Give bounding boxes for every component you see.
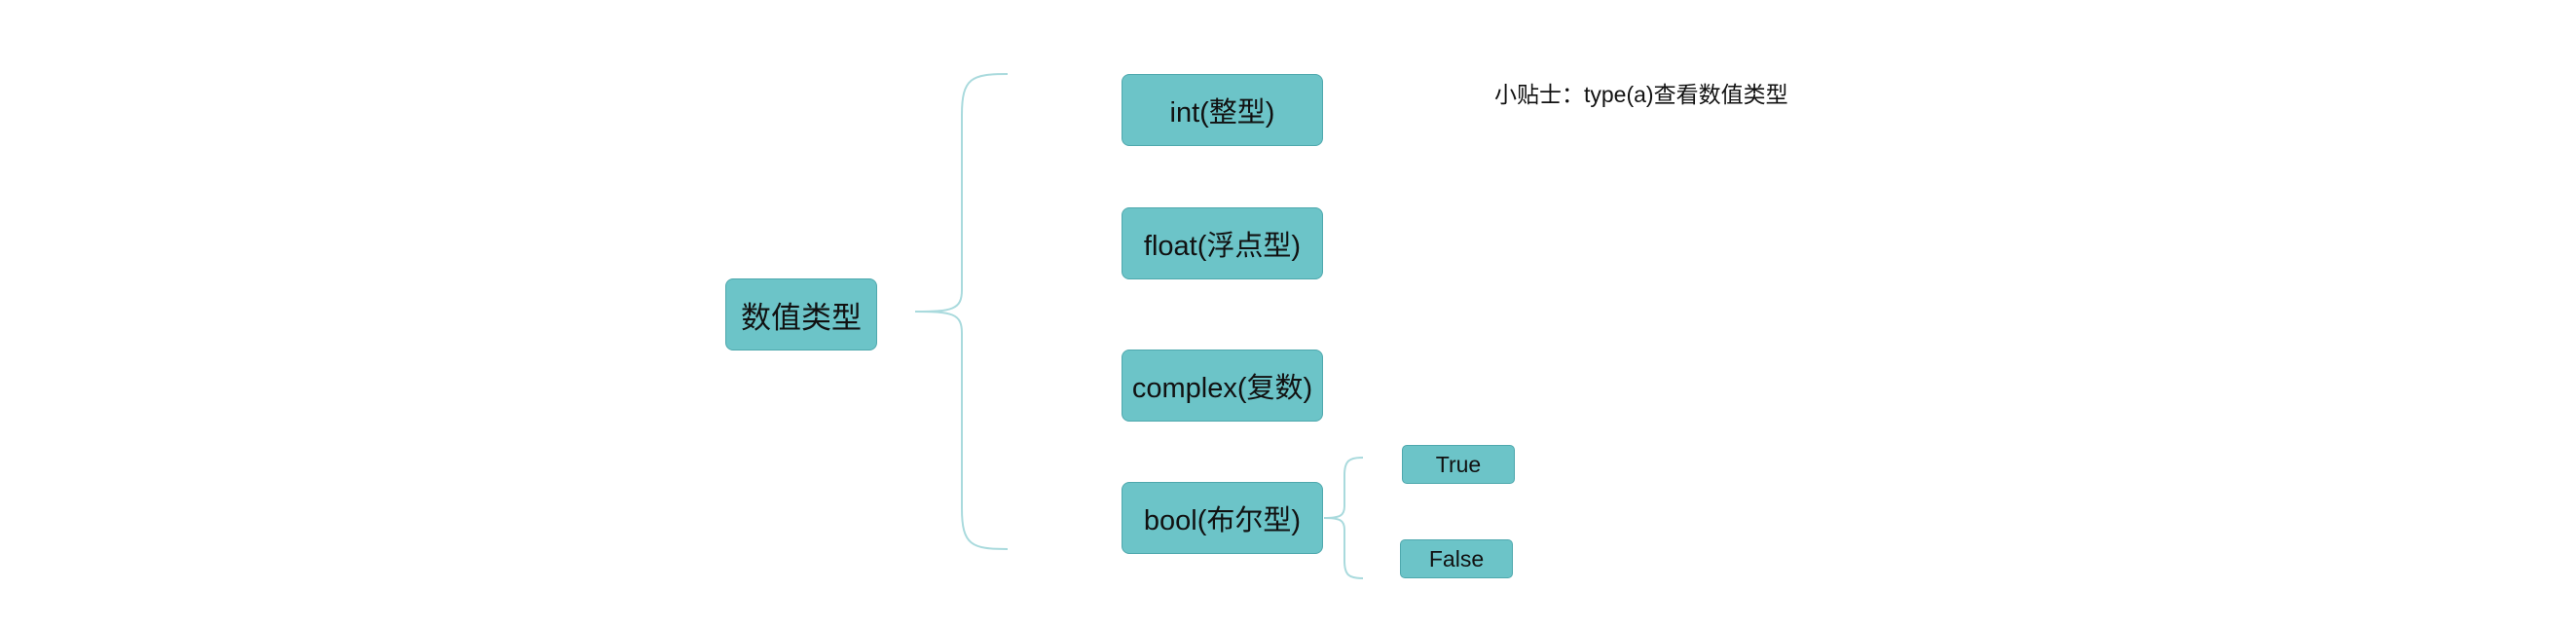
node-bool: bool(布尔型) (1122, 482, 1323, 554)
node-int: int(整型) (1122, 74, 1323, 146)
tip-text: 小贴士：type(a)查看数值类型 (1494, 82, 1788, 107)
bool-brace-connector (1323, 457, 1364, 579)
main-brace-connector (914, 73, 1009, 550)
node-true: True (1402, 445, 1515, 484)
node-false: False (1400, 539, 1513, 578)
node-complex: complex(复数) (1122, 350, 1323, 422)
root-node-numeric-types: 数值类型 (725, 278, 877, 350)
node-float: float(浮点型) (1122, 207, 1323, 279)
